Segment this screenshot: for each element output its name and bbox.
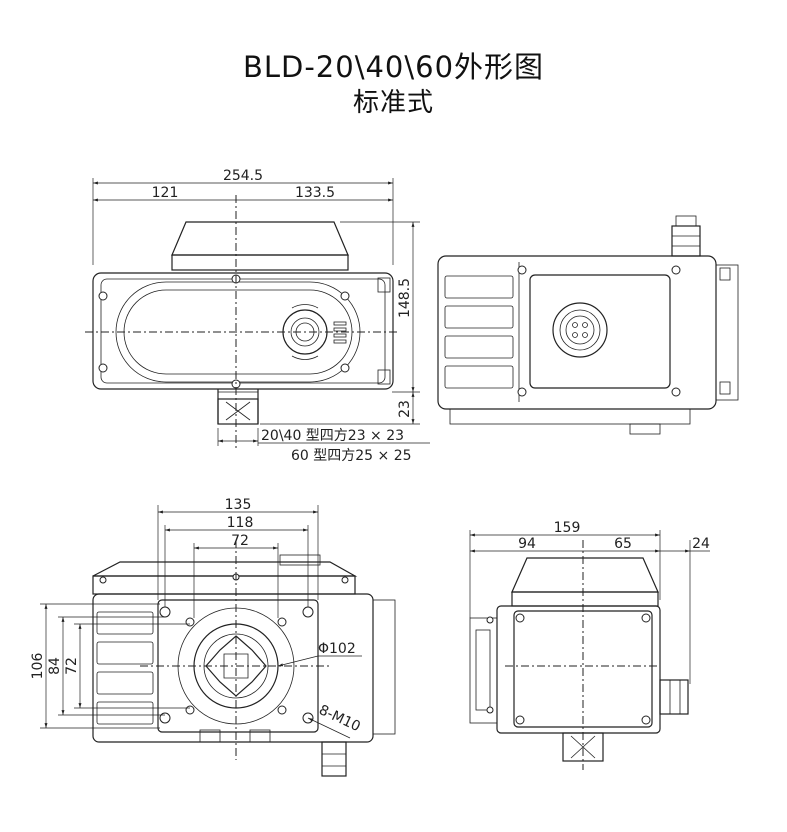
dim-72: 72 [231,533,249,549]
dim-65: 65 [614,536,632,552]
dim-84: 84 [47,657,63,675]
dim-8-m10: 8-M10 [316,702,363,735]
dim-24: 24 [692,536,710,552]
dim-254-5: 254.5 [223,168,263,184]
dim-121: 121 [152,185,179,201]
front-view: 254.5 121 133.5 148.5 23 20\40 型四方23 × 2… [85,168,430,464]
dim-94: 94 [518,536,536,552]
shaft-note-2: 60 型四方25 × 25 [291,448,412,464]
dim-159: 159 [554,520,581,536]
side-view-bottom: 159 94 65 24 [469,520,710,770]
dim-72-vertical: 72 [64,657,80,675]
side-view-top [437,215,739,435]
dim-118: 118 [227,515,254,531]
bottom-view: 135 118 72 106 84 72 Φ102 8-M10 [30,497,396,777]
dim-23: 23 [397,400,413,418]
dim-133-5: 133.5 [295,185,335,201]
dim-106: 106 [30,653,46,680]
drawing-subtitle: 标准式 [352,88,434,118]
dim-135: 135 [225,497,252,513]
drawing-title: BLD-20\40\60外形图 [242,50,545,84]
shaft-note-1: 20\40 型四方23 × 23 [261,428,404,444]
dim-phi102: Φ102 [318,641,356,657]
dim-148-5: 148.5 [397,278,413,318]
